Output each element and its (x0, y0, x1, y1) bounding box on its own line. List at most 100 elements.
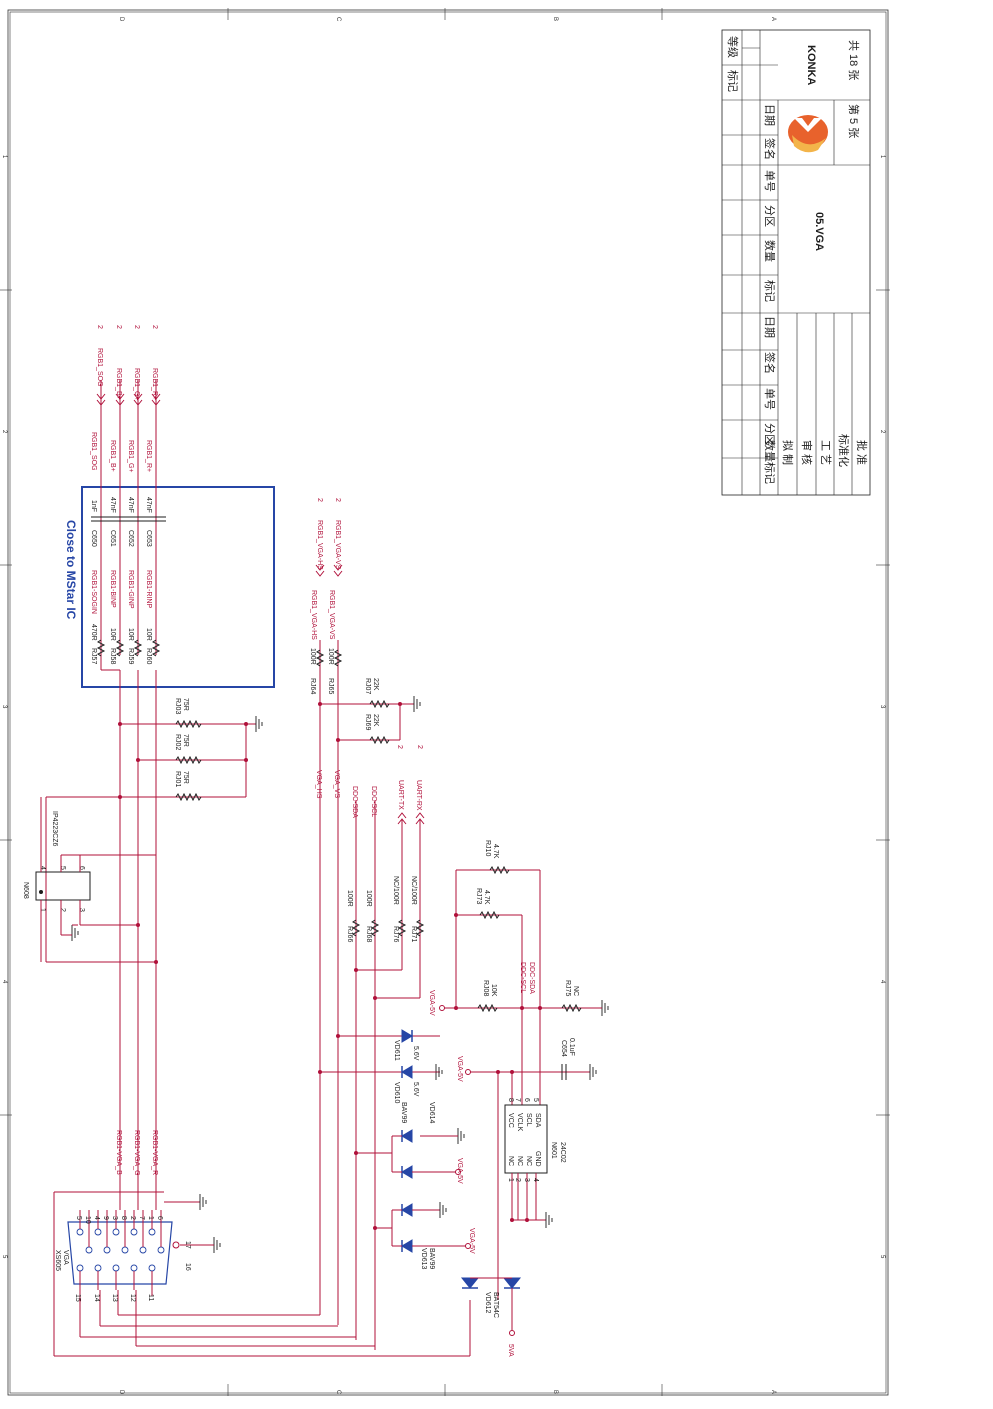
n608-value: IP4223CZ6 (51, 811, 58, 847)
svg-text:5: 5 (59, 866, 66, 870)
net-rgb1-vga-r: RGB1-VGA_R (151, 1130, 158, 1175)
sheet-ref-sog: 2 (96, 325, 103, 329)
net-ddc-scl: DDC-SCL (370, 786, 377, 817)
net-vga5v-d: VGA-5V (468, 1228, 475, 1254)
zone-number-left-2: 2 (1, 430, 7, 434)
net-5va: 5VA (507, 1344, 514, 1357)
zone-number-right-4: 4 (879, 980, 885, 984)
rj60-ref: RJ60 (145, 648, 152, 664)
mstar-note: Close to MStar IC (64, 520, 78, 620)
rj58-value: 10R (109, 628, 116, 641)
sheet-number: 第 5 张 (847, 104, 861, 138)
net-vga5v-c: VGA-5V (456, 1158, 463, 1184)
sheet-ref-r: 2 (151, 325, 158, 329)
vd612-ref: VD612 (484, 1292, 491, 1314)
eeprom-pin-num-3: 3 (523, 1178, 530, 1182)
vga-connector-icon (67, 1221, 180, 1285)
net-rgb1-vga-hs-inner: RGB1_VGA-HS (310, 590, 317, 640)
net-rgb1-sogin: RGB1-SOGIN (90, 570, 97, 614)
rev-header-order-top: 单号 (763, 170, 776, 192)
vga-pin-9: 9 (102, 1216, 109, 1220)
vd612-value: BAT54C (492, 1292, 499, 1318)
junction-dots (118, 702, 542, 1230)
eeprom-pin-3: NC (525, 1156, 532, 1166)
vga-pin-7: 7 (138, 1216, 145, 1220)
eeprom-n601-body (504, 1104, 548, 1174)
net-rgb1-ginp: RGB1-GINP (127, 570, 134, 609)
eeprom-pin-5: SDA (534, 1113, 541, 1128)
rj01-value: 75R (182, 771, 189, 784)
zone-letter-bottom-1: D (118, 1390, 124, 1395)
vga-pin-4: 4 (93, 1216, 100, 1220)
rgb-signal-wires (45, 380, 590, 1357)
n601-ref: N601 (550, 1142, 557, 1159)
rj76-value: NC/100R (392, 876, 399, 905)
n601-value: 24C02 (559, 1142, 566, 1163)
svg-text:4: 4 (39, 866, 46, 870)
net-rgb1-vga-vs: RGB1_VGA-VS (334, 520, 341, 570)
sheet-ref-g: 2 (133, 325, 140, 329)
net-ddc-sda: DDC-SDA (351, 786, 358, 818)
vd610-ref: VD610 (393, 1082, 400, 1104)
vd613-value: BAV99 (428, 1248, 435, 1269)
rev-header-mark-top: 标记 (763, 280, 777, 302)
vd611-value: 5.6V (412, 1046, 419, 1061)
rj03-value: 75R (182, 698, 189, 711)
rj57-value: 470R (90, 624, 97, 641)
rj08-ref: RJ08 (482, 980, 489, 996)
rj73-ref: RJ73 (475, 888, 482, 904)
net-uart-rx: UART-RX (415, 780, 422, 811)
net-rgb1-rinp: RGB1-RINP (145, 570, 152, 608)
rev-header-zone: 分区 (763, 423, 776, 445)
rj69-ref: RJ69 (364, 714, 371, 730)
c654-ref: C654 (560, 1040, 567, 1057)
vga-pin-3: 3 (111, 1216, 118, 1220)
vga-pin-2: 2 (129, 1216, 136, 1220)
vga-pin-10: 10 (84, 1216, 91, 1224)
net-rgb1-binp: RGB1-BINP (109, 570, 116, 608)
outer-frame (7, 9, 889, 1396)
rj02-ref: RJ02 (174, 734, 181, 750)
rj66-ref: RJ66 (346, 926, 353, 942)
c651-value: 47nF (109, 497, 116, 513)
rj65-ref: RJ65 (327, 678, 334, 694)
c653-value: 47nF (145, 497, 152, 513)
sheet-ref-rj69: 2 (396, 745, 403, 749)
konka-logo-icon (788, 115, 828, 153)
rj71-ref: RJ71 (410, 926, 417, 942)
rj10-ref: RJ10 (484, 840, 491, 856)
vga-pin-5: 5 (75, 1216, 82, 1220)
vga-pin-6: 6 (156, 1216, 163, 1220)
zone-letter-top-1: D (118, 17, 124, 22)
zone-number-right-3: 3 (879, 705, 885, 709)
rj66-value: 100R (346, 890, 353, 907)
rev-header-mark: 标记 (763, 462, 777, 484)
net-uart-tx: UART-TX (397, 780, 404, 810)
vga-pin-8: 8 (120, 1216, 127, 1220)
sign-row-review: 审 核 (800, 440, 814, 465)
zone-number-right-1: 1 (879, 155, 885, 159)
mstar-placement-box (81, 486, 275, 688)
rj03-ref: RJ03 (174, 698, 181, 714)
net-vga5v-b: VGA-5V (456, 1056, 463, 1082)
rj71-value: NC/100R (410, 876, 417, 905)
rj08-value: 10K (490, 984, 497, 997)
net-rgb1-sog: RGB1_SOG (96, 348, 103, 387)
c652-ref: C652 (127, 530, 134, 547)
net-rgb1-vga-g: RGB1-VGA_G (133, 1130, 140, 1176)
eeprom-pin-4: GND (534, 1151, 541, 1167)
xs605-value: VGA (62, 1250, 69, 1265)
company-name: KONKA (805, 45, 817, 85)
rev-header-zone-top: 分区 (763, 205, 776, 227)
svg-text:3: 3 (78, 908, 85, 912)
sign-row-approve: 批 准 (855, 440, 869, 465)
rev-header-qty-top: 数量 (763, 240, 776, 262)
eeprom-pin-num-8: 8 (507, 1098, 514, 1102)
rev-header-date: 日期 (763, 316, 776, 338)
net-rgb1-r-inner: RGB1_R+ (145, 440, 152, 472)
net-vga-hs: VGA_HS (315, 770, 322, 799)
vga-pin-17: 17 (184, 1241, 191, 1249)
vga-pin-11: 11 (147, 1294, 154, 1301)
